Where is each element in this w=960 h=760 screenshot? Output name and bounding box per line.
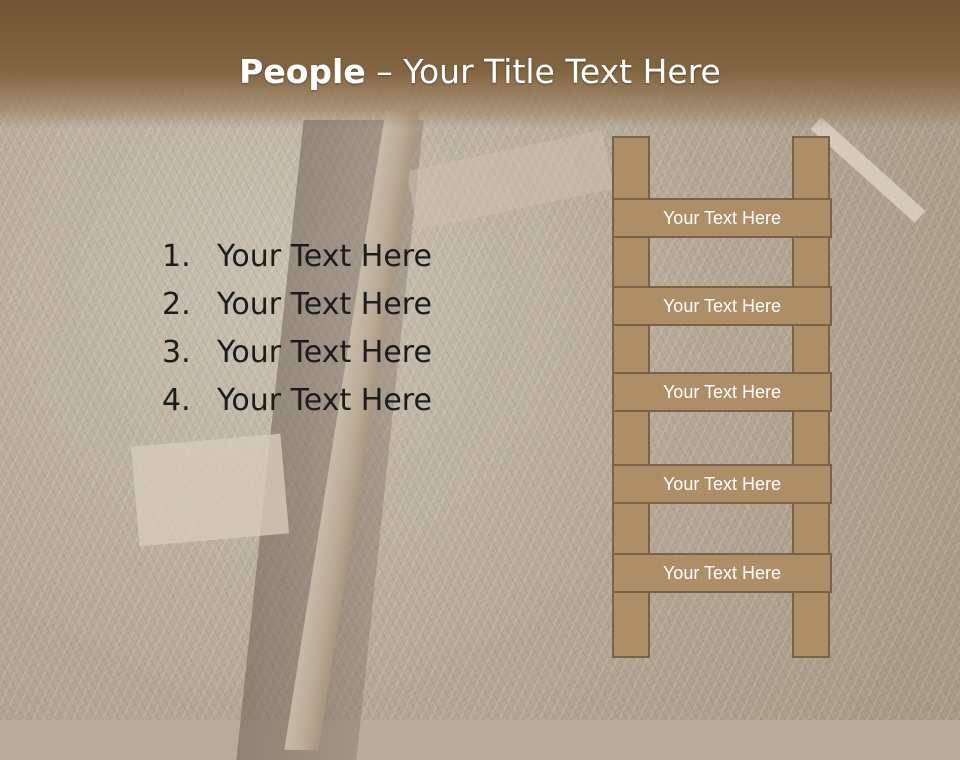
title-rest: – Your Title Text Here xyxy=(365,52,721,91)
list-number: 3. xyxy=(162,334,191,370)
list-text: Your Text Here xyxy=(217,382,432,418)
title-bar xyxy=(0,0,960,128)
list-item: 2. Your Text Here xyxy=(162,280,432,328)
railroad-tie xyxy=(130,433,290,547)
list-text: Your Text Here xyxy=(217,334,432,370)
numbered-list: 1. Your Text Here 2. Your Text Here 3. Your… xyxy=(162,232,432,424)
ladder-rung: Your Text Here xyxy=(612,372,832,412)
list-number: 4. xyxy=(162,382,191,418)
list-number: 1. xyxy=(162,238,191,274)
list-item: 3. Your Text Here xyxy=(162,328,432,376)
list-item: 4. Your Text Here xyxy=(162,376,432,424)
ladder-rung: Your Text Here xyxy=(612,464,832,504)
ladder-rung: Your Text Here xyxy=(612,553,832,593)
ladder-rung: Your Text Here xyxy=(612,286,832,326)
list-text: Your Text Here xyxy=(217,238,432,274)
list-item: 1. Your Text Here xyxy=(162,232,432,280)
title-bold: People xyxy=(239,52,366,91)
ladder-rung: Your Text Here xyxy=(612,198,832,238)
list-number: 2. xyxy=(162,286,191,322)
list-text: Your Text Here xyxy=(217,286,432,322)
slide-title: People – Your Title Text Here xyxy=(0,52,960,91)
